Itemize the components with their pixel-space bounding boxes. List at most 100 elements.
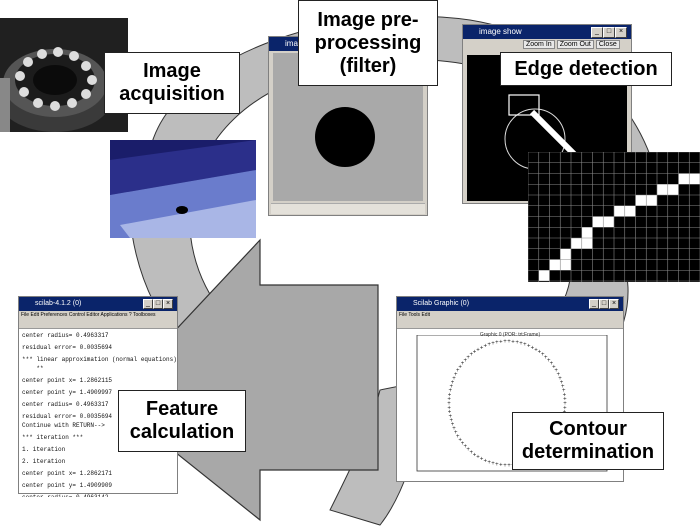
contour-point: + — [458, 437, 462, 443]
contour-point: + — [527, 344, 531, 350]
contour-point: + — [515, 340, 519, 346]
graphic-menu-edit[interactable]: Edit — [421, 312, 431, 318]
contour-point: + — [447, 405, 451, 411]
menu-file[interactable]: File — [21, 312, 30, 318]
contour-point: + — [563, 401, 567, 407]
contour-point: + — [495, 462, 499, 468]
workpiece-photo — [110, 140, 256, 238]
contour-point: + — [449, 388, 453, 394]
contour-point: + — [507, 339, 511, 345]
edge-pixel — [571, 238, 582, 249]
graphic-menu-tools[interactable]: Tools — [408, 312, 421, 318]
maximize-button[interactable]: □ — [599, 299, 609, 309]
contour-point: + — [563, 397, 567, 403]
step-label-feature: Feature calculation — [118, 390, 246, 452]
contour-point: + — [456, 434, 460, 440]
zoom-out-button[interactable]: Zoom Out — [556, 40, 594, 49]
contour-point: + — [499, 339, 503, 345]
contour-point: + — [456, 368, 460, 374]
contour-point: + — [560, 380, 564, 386]
contour-point: + — [451, 422, 455, 428]
close-view-button[interactable]: Close — [595, 40, 620, 49]
contour-point: + — [550, 361, 554, 367]
contour-point: + — [552, 365, 556, 371]
contour-point: + — [464, 358, 468, 364]
contour-point: + — [470, 352, 474, 358]
menu-preferences[interactable]: Preferences — [40, 312, 68, 318]
contour-point: + — [503, 339, 507, 345]
scilab-toolbar — [19, 319, 177, 329]
console-line: residual error= 0.0035694 — [22, 344, 113, 351]
scilab-menubar: File Edit Preferences Control Editor App… — [19, 311, 177, 319]
zoom-in-button[interactable]: Zoom In — [523, 40, 555, 49]
contour-point: + — [484, 458, 488, 464]
minimize-button[interactable]: _ — [589, 299, 599, 309]
menu-toolboxes[interactable]: Toolboxes — [132, 312, 156, 318]
contour-point: + — [503, 463, 507, 469]
menu-editor[interactable]: Editor — [86, 312, 100, 318]
step-label-acquisition: Image acquisition — [104, 52, 240, 114]
contour-point: + — [470, 450, 474, 456]
contour-point: + — [448, 392, 452, 398]
graphic-window-title: Scilab Graphic (0) — [413, 300, 470, 307]
contour-point: + — [562, 388, 566, 394]
console-line: 2. iteration — [22, 458, 66, 465]
console-line: center point y= 1.4909997 — [22, 389, 113, 396]
edge-pixel — [614, 205, 625, 217]
console-line: *** iteration *** — [22, 434, 84, 441]
contour-point: + — [563, 392, 567, 398]
edge-pixel — [581, 238, 593, 249]
contour-point: + — [511, 339, 515, 345]
pixel-grid-zoom — [527, 151, 700, 282]
contour-point: + — [451, 380, 455, 386]
step-label-preprocessing: Image pre- processing (filter) — [298, 0, 438, 86]
contour-point: + — [452, 426, 456, 432]
console-line: center radius= 0.4963142 — [22, 493, 174, 497]
maximize-button[interactable]: □ — [153, 299, 163, 309]
maximize-button[interactable]: □ — [603, 27, 615, 38]
contour-point: + — [491, 461, 495, 467]
graphic-titlebar: Scilab Graphic (0) _ □ × — [397, 297, 623, 311]
contour-point: + — [484, 344, 488, 350]
menu-edit[interactable]: Edit — [30, 312, 40, 318]
contour-point: + — [461, 361, 465, 367]
contour-point: + — [454, 430, 458, 436]
step-label-edge: Edge detection — [500, 52, 672, 86]
contour-point: + — [538, 350, 542, 356]
minimize-button[interactable]: _ — [143, 299, 153, 309]
console-line: residual error= 0.0035694 — [22, 413, 113, 420]
minimize-button[interactable]: _ — [591, 27, 603, 38]
close-button[interactable]: × — [163, 299, 173, 309]
console-line: 1. iteration — [22, 446, 66, 453]
contour-point: + — [449, 414, 453, 420]
close-button[interactable]: × — [615, 27, 627, 38]
contour-point: + — [466, 447, 470, 453]
contour-point: + — [447, 401, 451, 407]
contour-point: + — [449, 418, 453, 424]
edge-pixel-grid — [527, 151, 700, 282]
step-label-contour: Contour determination — [512, 412, 664, 470]
close-button[interactable]: × — [609, 299, 619, 309]
edge-pixel — [678, 173, 690, 185]
menu-help[interactable]: ? — [128, 312, 132, 318]
graphic-menubar: File Tools Edit — [397, 311, 623, 319]
edge-pixel — [689, 173, 700, 185]
camera-illustration — [0, 18, 128, 132]
contour-point: + — [547, 358, 551, 364]
contour-point: + — [487, 460, 491, 466]
contour-point: + — [544, 355, 548, 361]
edge-pixel — [635, 195, 647, 206]
console-line: ** — [22, 365, 44, 372]
contour-point: + — [473, 452, 477, 458]
contour-point: + — [491, 341, 495, 347]
preprocessing-scrollbar[interactable] — [271, 203, 425, 214]
contour-point: + — [480, 457, 484, 463]
contour-point: + — [449, 384, 453, 390]
contour-point: + — [519, 341, 523, 347]
contour-point: + — [563, 405, 567, 411]
graphic-menu-file[interactable]: File — [399, 312, 408, 318]
menu-control[interactable]: Control — [68, 312, 85, 318]
edge-pixel — [657, 184, 668, 195]
menu-applications[interactable]: Applications — [100, 312, 128, 318]
